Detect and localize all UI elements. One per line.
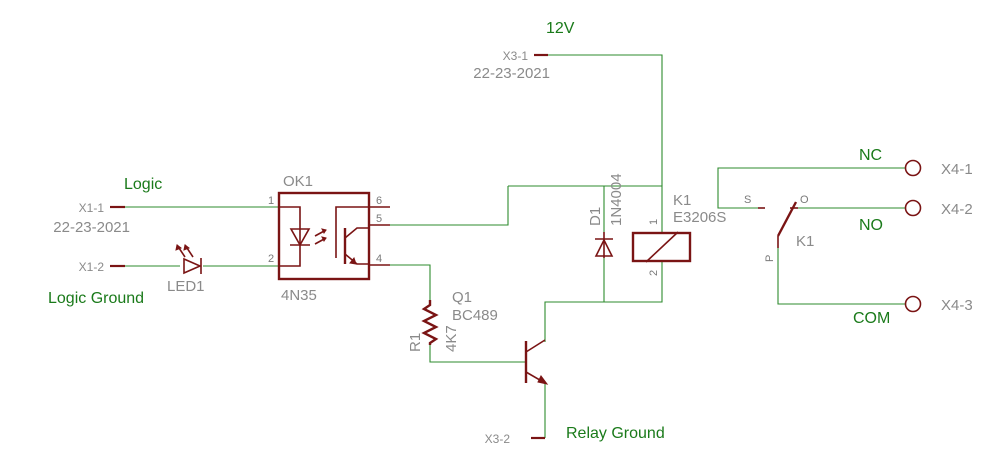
q1-value: BC489 [452,307,498,324]
led1-name: LED1 [167,278,205,295]
d1-value: 1N4004 [608,173,625,226]
ok1-name: OK1 [283,173,313,190]
ok1-value: 4N35 [281,287,317,304]
connector-x4-2-name: X4-2 [941,201,973,218]
k1-pin-1: 1 [648,219,660,225]
d1-name: D1 [587,207,604,226]
wire-base [429,345,525,363]
relay-k1-switch [758,201,798,248]
optocoupler-ok1 [277,191,390,281]
connector-x1-1-value: 22-23-2021 [53,219,130,236]
wires [125,54,905,438]
diode-d1 [594,232,614,258]
r1-value: 4K7 [443,325,460,352]
wire-pin4 [370,264,431,300]
resistor-r1 [421,300,439,345]
wire-com [777,248,905,305]
relay-k1-coil [631,231,692,263]
relay-switch-blade-icon [776,201,798,237]
connector-x1-2-name: X1-2 [79,260,105,274]
net-label-no: NO [859,217,883,234]
wire-pin5 [370,186,509,226]
wire-12v [548,54,663,186]
led1-icon [183,257,202,275]
net-label-logic: Logic [124,176,162,193]
net-label-12v: 12V [546,20,575,37]
net-label-logic-ground: Logic Ground [48,290,144,307]
ok1-pin-2: 2 [268,253,274,265]
net-label-relay-ground: Relay Ground [566,425,665,442]
wire-coil-top [508,185,663,232]
connector-x3-1-name: X3-1 [503,49,529,63]
opto-led-leads [279,206,301,267]
r1-name: R1 [407,333,424,352]
k1-pin-2: 2 [648,270,660,276]
k1-switch-o: O [800,194,809,206]
k1-switch-name: K1 [796,233,814,250]
ok1-pin-6: 6 [376,195,382,207]
k1-switch-p: P [764,255,776,262]
connector-x1-1-name: X1-1 [79,201,105,215]
k1-switch-s: S [744,194,751,206]
net-label-nc: NC [859,147,882,164]
connector-x3-2-name: X3-2 [485,432,511,446]
connector-x3-1-value: 22-23-2021 [473,65,550,82]
q1-name: Q1 [452,289,472,306]
ok1-pin-1: 1 [268,195,274,207]
x4-3-terminal [904,295,922,313]
k1-coil-name: K1 [673,192,691,209]
optocoupler-body [277,191,371,281]
ok1-pin-5: 5 [376,213,382,225]
x4-2-terminal [904,199,922,217]
k1-coil-value: E3206S [673,209,726,226]
wire-nc [717,167,905,209]
transistor-q1 [524,339,549,385]
relay-coil-body [631,231,692,263]
opto-pin6-lead [335,206,390,258]
connector-pins [110,53,922,440]
connector-x4-1-name: X4-1 [941,161,973,178]
net-label-com: COM [853,310,890,327]
resistor-r1-icon [421,300,439,345]
ok1-pin-4: 4 [376,253,382,265]
opto-led-icon [289,228,311,247]
relay-coil-icon [645,231,679,263]
x4-1-terminal [904,159,922,177]
connector-x4-3-name: X4-3 [941,297,973,314]
led1 [175,244,202,275]
